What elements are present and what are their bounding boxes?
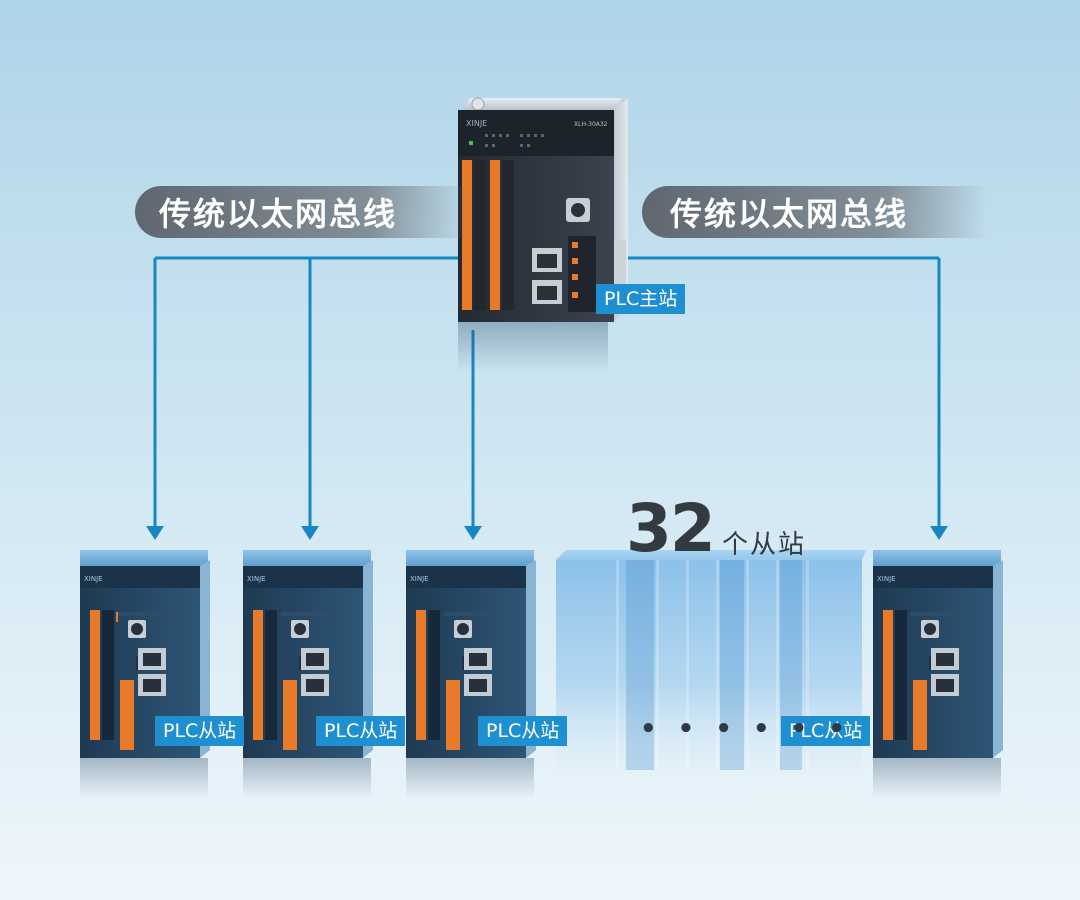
arrow-5-icon	[930, 526, 948, 540]
slave-station-label-1: PLC从站	[155, 716, 245, 746]
slave-plc-device-1: XINJE	[80, 550, 210, 798]
svg-text:XINJE: XINJE	[466, 119, 487, 128]
slave-count-number: 32	[626, 490, 716, 567]
slave-plc-device-3: XINJE	[406, 550, 536, 798]
arrow-2-icon	[301, 526, 319, 540]
master-plc-device: XINJE XLH-30A32	[458, 97, 628, 372]
slave-plc-device-2: XINJE	[243, 550, 373, 798]
slave-count-suffix: 个从站	[722, 530, 807, 560]
slave-station-label-3: PLC从站	[478, 716, 568, 746]
bus-banner-left: 传统以太网总线	[135, 186, 470, 238]
arrow-1-icon	[146, 526, 164, 540]
svg-text:XINJE: XINJE	[247, 575, 266, 583]
slave-plc-device-5: XINJE	[873, 550, 1003, 798]
arrow-heads	[146, 526, 948, 540]
svg-text:XINJE: XINJE	[410, 575, 429, 583]
master-station-label: PLC主站	[596, 284, 686, 314]
svg-text:XLH-30A32: XLH-30A32	[574, 121, 608, 128]
slave-station-label-2: PLC从站	[316, 716, 406, 746]
svg-text:XINJE: XINJE	[877, 575, 896, 583]
ellipsis-dots: • • • • • •	[640, 714, 851, 744]
bus-banner-right: 传统以太网总线	[642, 186, 987, 238]
slave-station-label-4: PLC从站	[781, 716, 871, 746]
svg-text:XINJE: XINJE	[84, 575, 103, 583]
arrow-3-icon	[464, 526, 482, 540]
bus-banner-right-label: 传统以太网总线	[670, 195, 909, 233]
bus-banner-left-label: 传统以太网总线	[159, 195, 398, 233]
